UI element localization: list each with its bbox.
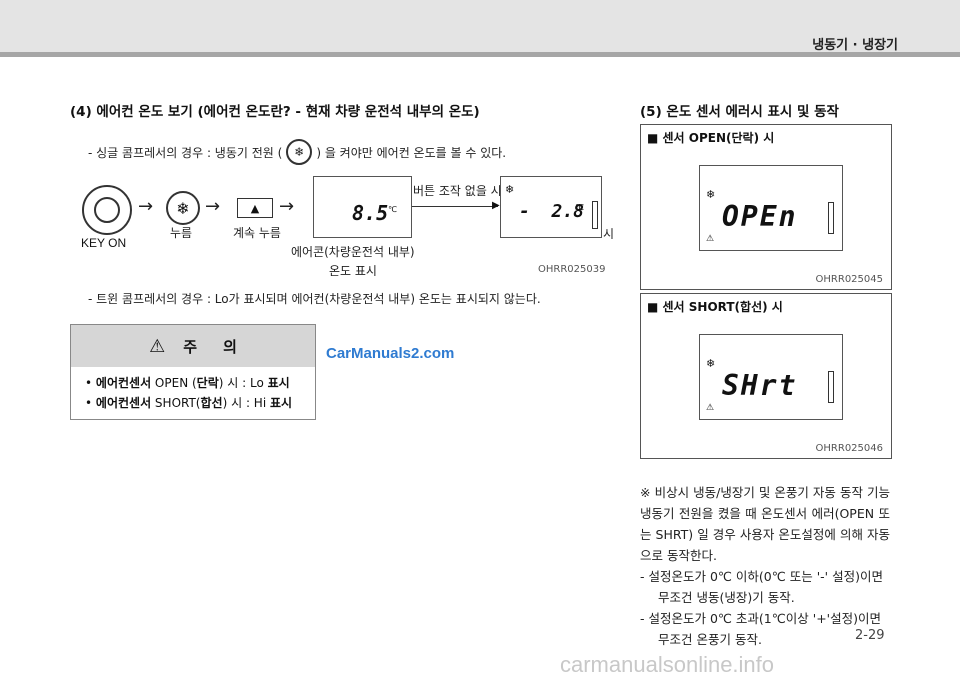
header-bar [0,0,960,52]
fallback-item2-line1: - 설정온도가 0℃ 초과(1℃이상 '+'설정)이면 [640,611,881,626]
no-button-label: 버튼 조작 없을 시 [413,184,502,198]
note-single-before: - 싱글 콤프레서의 경우 : 냉동기 전원 ( [88,145,283,160]
caution-item-text: ) 시 : Hi [222,396,270,410]
display-set-value: - 2.8 [519,201,585,222]
display-set-unit: ℃ [575,203,584,212]
panel-short-title: ■ 센서 SHORT(합선) 시 [647,300,783,314]
watermark-link[interactable]: CarManuals2.com [326,345,455,362]
display-set-temp: ❄ - 2.8 ℃ [500,176,602,238]
thermometer-icon [828,371,834,403]
arrow-right-icon: → [279,196,295,217]
press-label: 누름 [170,226,193,240]
snowflake-button-icon: ❄ [166,191,200,225]
panel-open-title: ■ 센서 OPEN(단락) 시 [647,131,775,145]
caution-item: • 에어컨센서 SHORT(합선) 시 : Hi 표시 [85,396,293,410]
display-side-label: 시 [603,227,615,241]
warning-icon: ⚠ [149,335,166,357]
display-ac-temp: 8.5 ℃ [313,176,412,238]
up-button-icon: ▲ [237,198,273,218]
caution-title: 주 의 [183,337,237,356]
snowflake-icon: ❄ [706,357,716,370]
note-single: - 싱글 콤프레서의 경우 : 냉동기 전원 ( ❄ ) 을 켜야만 에어컨 온… [88,139,506,165]
thermometer-icon [828,202,834,234]
arrow-right-icon: → [138,196,154,217]
arrow-right-icon: → [205,196,221,217]
snowflake-icon: ❄ [706,188,716,201]
hold-label: 계속 누름 [233,226,281,240]
right-heading: (5) 온도 센서 에러시 표시 및 동작 [640,104,839,120]
snowflake-icon: ❄ [505,183,515,196]
panel-short: ■ 센서 SHORT(합선) 시 ❄ SHrt ⚠ OHRR025046 [640,293,892,459]
header-divider [0,52,960,57]
display-short-value: SHrt [722,369,798,402]
panel-short-code: OHRR025046 [815,443,883,454]
caution-item-bold: 단락 [196,376,219,390]
caption-line2: 온도 표시 [329,264,377,278]
fallback-body: ※ 비상시 냉동/냉장기 및 온풍기 자동 동작 기능 냉동기 전원을 켰을 때… [640,485,890,563]
warning-icon: ⚠ [706,403,715,413]
display-open-value: OPEn [722,200,798,233]
panel-open: ■ 센서 OPEN(단락) 시 ❄ OPEn ⚠ OHRR025045 [640,124,892,290]
caution-item-text: ) 시 : Lo [218,376,268,390]
caution-item-bold: 표시 [267,376,290,390]
caution-box: ⚠ 주 의 • 에어컨센서 OPEN (단락) 시 : Lo 표시 • 에어컨센… [70,324,316,420]
caution-item-bold: 에어컨센서 [95,376,152,390]
page-number: 2-29 [855,628,885,643]
key-on-label: KEY ON [81,236,127,250]
panel-open-code: OHRR025045 [815,274,883,285]
section-title: 냉동기 · 냉장기 [812,38,898,53]
fallback-explanation: ※ 비상시 냉동/냉장기 및 온풍기 자동 동작 기능 냉동기 전원을 켰을 때… [640,482,890,650]
fallback-item2-line2: 무조건 온풍기 동작. [658,632,762,647]
display-ac-unit: ℃ [388,205,397,214]
display-open: ❄ OPEn ⚠ [699,165,843,251]
display-ac-value: 8.5 [352,201,389,225]
fallback-item1-line1: - 설정온도가 0℃ 이하(0℃ 또는 '-' 설정)이면 [640,569,883,584]
caution-item-bold: 에어컨센서 [95,396,152,410]
note-twin: - 트윈 콤프레서의 경우 : Lo가 표시되며 에어컨(차량운전석 내부) 온… [88,292,541,306]
caution-header: ⚠ 주 의 [71,325,315,367]
caution-item-bold: 합선 [200,396,223,410]
fallback-item1-line2: 무조건 냉동(냉장)기 동작. [658,590,795,605]
left-heading: (4) 에어컨 온도 보기 (에어컨 온도란? - 현재 차량 운전석 내부의 … [70,104,480,120]
caution-item: • 에어컨센서 OPEN (단락) 시 : Lo 표시 [85,376,290,390]
display-short: ❄ SHrt ⚠ [699,334,843,420]
caution-list: • 에어컨센서 OPEN (단락) 시 : Lo 표시 • 에어컨센서 SHOR… [71,367,315,419]
caution-item-text: SHORT( [151,396,201,410]
arrow-line [412,206,498,207]
snowflake-button-icon: ❄ [286,139,313,165]
caution-item-text: OPEN ( [151,376,197,390]
warning-icon: ⚠ [706,234,715,244]
figure-code: OHRR025039 [538,264,606,275]
ignition-key-icon [82,185,132,235]
thermometer-icon [592,201,598,229]
caution-item-bold: 표시 [269,396,293,410]
footer-watermark: carmanualsonline.info [560,652,775,677]
arrow-head-icon: ▶ [492,200,500,211]
caption-line1: 에어콘(차량운전석 내부) [291,245,415,259]
note-single-after: ) 을 켜야만 에어컨 온도를 볼 수 있다. [316,145,507,160]
